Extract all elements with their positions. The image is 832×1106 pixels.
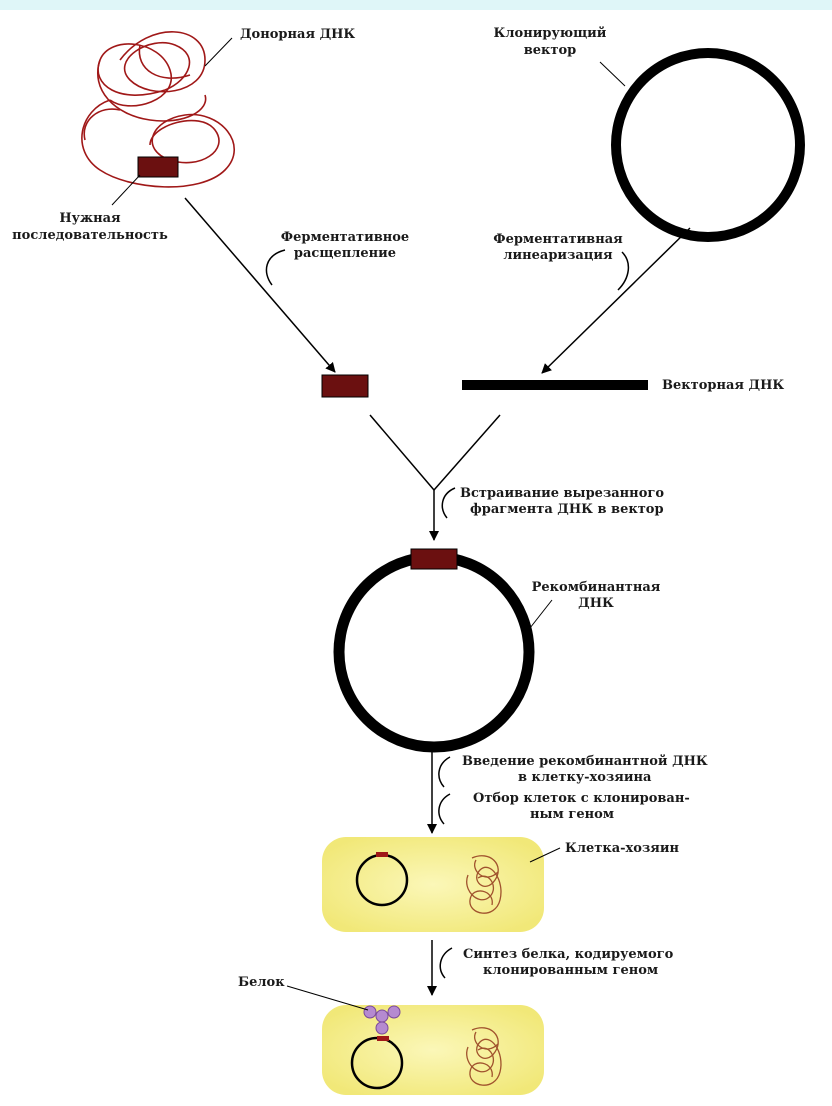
host-cell-1-chromosome: [466, 855, 502, 914]
cleavage-arrow: [184, 197, 336, 373]
host-cell-1: [322, 837, 544, 932]
label-protein-synthesis-2: клонированным геном: [483, 963, 658, 978]
label-introduction-2: в клетку-хозяина: [518, 770, 652, 785]
merge-line-left: [369, 414, 435, 491]
linearization-arrow: [541, 227, 691, 374]
recombinant-insert: [410, 548, 458, 570]
insertion-bracket: [441, 487, 456, 519]
host-cell-leader: [529, 847, 561, 863]
linearization-bracket: [617, 251, 630, 291]
label-cloning-vector-1: Клонирующий: [494, 26, 607, 41]
label-insertion-2: фрагмента ДНК в вектор: [470, 502, 664, 517]
introduction-bracket: [438, 756, 451, 788]
label-target-seq-2: последовательность: [12, 228, 168, 243]
selection-bracket: [438, 793, 451, 825]
donor-dna-coil: [81, 31, 235, 188]
label-linearization-2: линеаризация: [503, 248, 613, 263]
cleavage-bracket: [265, 249, 286, 286]
protein-leader: [286, 985, 369, 1011]
cloning-vector-circle: [611, 48, 805, 242]
label-protein: Белок: [238, 975, 285, 990]
donor-dna-leader: [204, 37, 233, 67]
label-vector-dna: Векторная ДНК: [662, 378, 784, 393]
vector-dna-linear: [462, 380, 648, 390]
label-host-cell: Клетка-хозяин: [565, 841, 679, 856]
label-recombinant-1: Рекомбинантная: [532, 580, 661, 595]
label-selection-1: Отбор клеток с клонирован-: [473, 791, 690, 806]
merge-line-right: [433, 414, 501, 491]
label-cleavage-1: Ферментативное: [281, 230, 409, 245]
label-linearization-1: Ферментативная: [493, 232, 623, 247]
host-cell-1-insert: [376, 852, 388, 857]
label-cleavage-2: расщепление: [294, 246, 396, 261]
target-sequence-block: [137, 156, 179, 178]
label-insertion-1: Встраивание вырезанного: [460, 486, 664, 501]
synthesis-bracket: [439, 947, 453, 979]
cut-fragment: [321, 374, 369, 398]
host-cell-2-insert: [377, 1036, 389, 1041]
recombinant-leader: [529, 599, 553, 629]
host-cell-2-chromosome: [466, 1027, 502, 1086]
target-seq-leader: [111, 174, 141, 206]
label-selection-2: ным геном: [530, 807, 614, 822]
label-donor-dna: Донорная ДНК: [240, 27, 355, 42]
label-target-seq-1: Нужная: [59, 211, 121, 226]
label-introduction-1: Введение рекомбинантной ДНК: [462, 754, 708, 769]
recombinant-dna-circle: [333, 551, 535, 753]
label-protein-synthesis-1: Синтез белка, кодируемого: [463, 947, 674, 962]
protein-molecule: [363, 1005, 401, 1035]
cloning-vector-leader: [599, 61, 626, 87]
label-cloning-vector-2: вектор: [524, 43, 577, 58]
top-strip: [0, 0, 832, 10]
label-recombinant-2: ДНК: [578, 596, 614, 611]
